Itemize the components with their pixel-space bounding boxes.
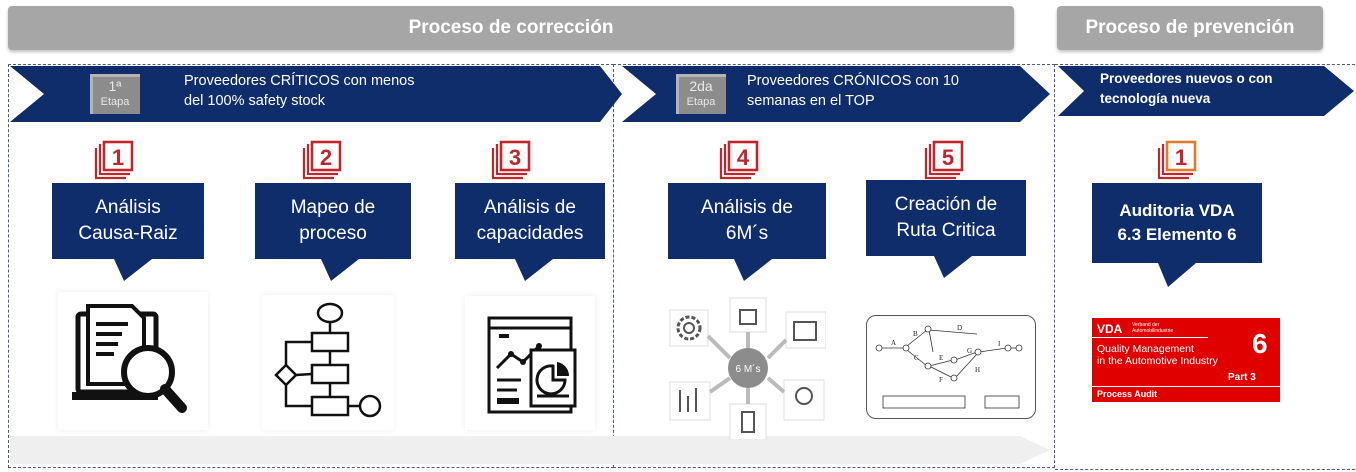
document-magnifier-icon — [58, 292, 208, 430]
stage2-description-line2: semanas en el TOP — [747, 93, 875, 109]
bottom-arrow-band — [10, 436, 1050, 464]
network-diagram-icon: A B C D E F G H I — [866, 315, 1036, 419]
6m-diagram-icon: 6 M´s — [668, 296, 827, 441]
network-node-h: H — [975, 366, 980, 374]
vda-title-line2: in the Automotive Industry — [1097, 355, 1218, 367]
step5-label-line1: Creación de — [894, 194, 998, 215]
stage1-etapa-badge: 1ª Etapa — [90, 74, 140, 114]
step4-number-icon: 4 — [719, 140, 759, 180]
prevention-description: Proveedores nuevos o con tecnología nuev… — [1100, 69, 1300, 109]
header-prevencion-label: Proceso de prevención — [1085, 17, 1295, 38]
stage1-etapa-number: 1ª — [108, 78, 122, 94]
step1-label-line1: Análisis — [95, 197, 161, 218]
prevention-container — [1055, 64, 1355, 470]
step4-label-line2: 6M´s — [725, 223, 769, 244]
prevention-step1-callout: Auditoria VDA 6.3 Elemento 6 — [1092, 183, 1262, 287]
vda-subtitle: Process Audit — [1097, 389, 1158, 399]
step3-label-line1: Análisis de — [484, 197, 576, 218]
step4-label-line1: Análisis de — [701, 197, 793, 218]
step1-number-icon: 1 — [94, 140, 134, 180]
step3-number-icon: 3 — [491, 140, 531, 180]
header-proceso-correccion: Proceso de corrección — [8, 6, 1014, 50]
prevention-step1-number: 1 — [1175, 145, 1187, 170]
prevention-banner — [1058, 66, 1354, 116]
network-node-f: F — [939, 376, 943, 384]
stage2-etapa-badge: 2da Etapa — [676, 74, 726, 114]
stage2-etapa-number: 2da — [689, 78, 713, 94]
stage2-etapa-label: Etapa — [686, 96, 716, 108]
prevention-step1-label-line1: Auditoria VDA — [1119, 201, 1235, 220]
prevention-description-line1: Proveedores nuevos o con — [1100, 71, 1273, 86]
step1-number: 1 — [112, 145, 124, 170]
stage1-banner — [10, 66, 622, 122]
step2-number-icon: 2 — [302, 140, 342, 180]
vda-org-line1: Verband der — [1132, 322, 1160, 328]
network-node-b: B — [913, 330, 918, 338]
header-correccion-label: Proceso de corrección — [408, 17, 614, 38]
stage1-etapa-label: Etapa — [100, 96, 130, 108]
step3-label-line2: capacidades — [476, 223, 584, 244]
step5-number-icon: 5 — [924, 140, 964, 180]
flowchart-icon — [262, 295, 394, 430]
step5-label-line2: Ruta Critica — [896, 220, 996, 241]
step5-callout: Creación de Ruta Critica — [866, 180, 1026, 278]
stage1-description: Proveedores CRÍTICOS con menos del 100% … — [184, 71, 484, 111]
step2-callout: Mapeo de proceso — [255, 183, 411, 281]
step5-number: 5 — [942, 145, 954, 170]
network-node-d: D — [957, 324, 962, 332]
step2-number: 2 — [320, 145, 332, 170]
stage1-description-line2: del 100% safety stock — [184, 93, 326, 109]
vda-title-line1: Quality Management — [1097, 343, 1194, 355]
6m-center-label: 6 M´s — [736, 363, 761, 375]
vda-big-number: 6 — [1252, 328, 1268, 359]
step2-label-line1: Mapeo de — [290, 197, 376, 218]
stage1-description-line1: Proveedores CRÍTICOS con menos — [184, 73, 415, 89]
vda-logo: VDA — [1097, 322, 1123, 336]
network-node-c: C — [914, 354, 919, 362]
report-chart-icon — [465, 296, 595, 430]
stage2-container — [613, 64, 1055, 468]
step3-callout: Análisis de capacidades — [455, 183, 605, 281]
step4-number: 4 — [737, 145, 750, 170]
step1-label-line2: Causa-Raiz — [78, 223, 178, 244]
stage2-description-line1: Proveedores CRÓNICOS con 10 — [747, 73, 959, 89]
prevention-description-line2: tecnología nueva — [1100, 91, 1211, 106]
step4-callout: Análisis de 6M´s — [668, 183, 826, 281]
stage2-banner — [622, 66, 1050, 122]
vda-org-line2: Automobilindustrie — [1132, 328, 1174, 334]
network-node-e: E — [939, 354, 943, 362]
prevention-step1-number-icon: 1 — [1157, 140, 1197, 180]
network-node-g: G — [967, 347, 972, 355]
vda-cover-icon: VDA Verband der Automobilindustrie Quali… — [1092, 318, 1280, 402]
step3-number: 3 — [509, 145, 521, 170]
stage2-description: Proveedores CRÓNICOS con 10 semanas en e… — [747, 71, 997, 111]
step2-label-line2: proceso — [299, 223, 367, 244]
prevention-step1-label-line2: 6.3 Elemento 6 — [1117, 225, 1237, 244]
network-node-a: A — [891, 339, 896, 347]
header-proceso-prevencion: Proceso de prevención — [1057, 6, 1323, 50]
vda-part: Part 3 — [1228, 372, 1256, 383]
network-node-i: I — [998, 340, 1001, 348]
